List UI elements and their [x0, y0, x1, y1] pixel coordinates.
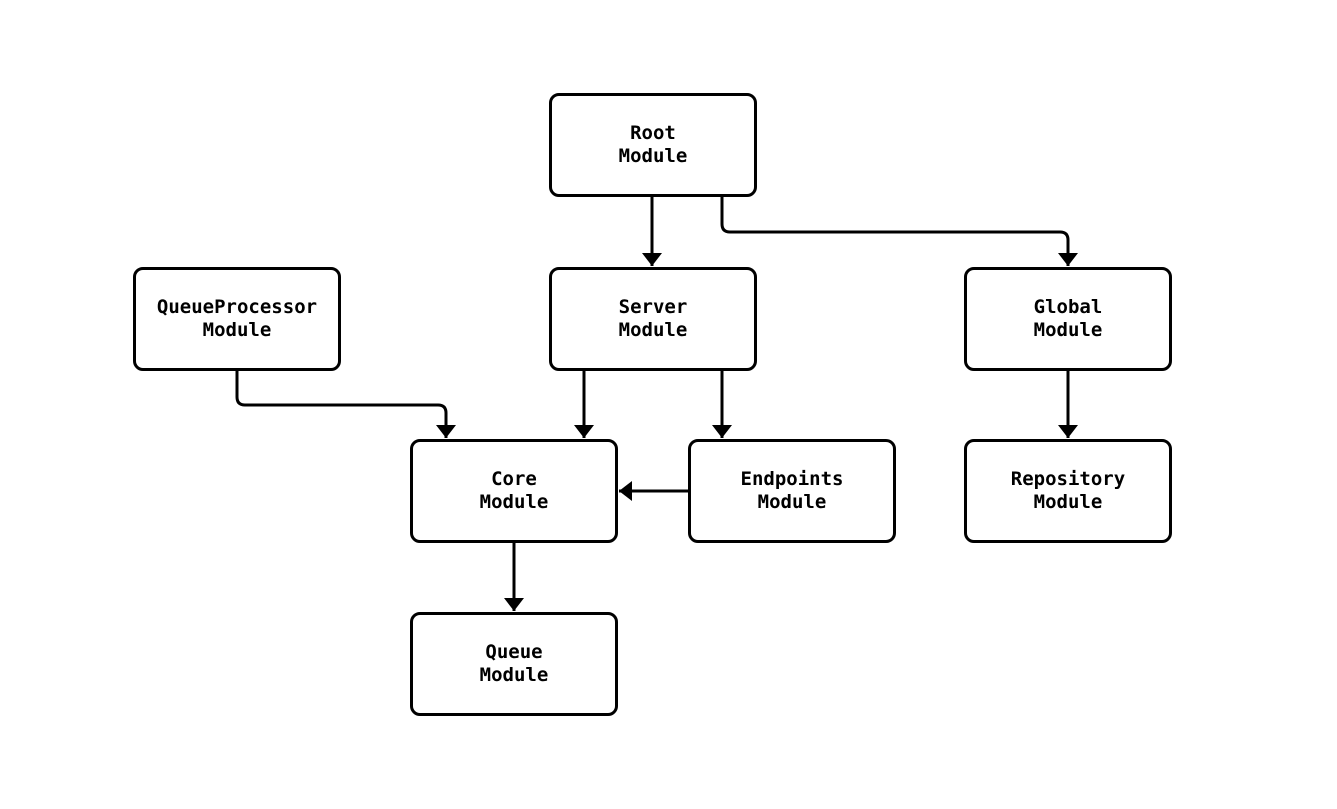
node-label: Endpoints Module — [740, 468, 844, 513]
node-queue-module: Queue Module — [410, 612, 618, 716]
node-core-module: Core Module — [410, 439, 618, 543]
node-label: QueueProcessor Module — [156, 296, 318, 341]
node-label: Queue Module — [479, 641, 549, 686]
node-label: Global Module — [1033, 296, 1103, 341]
node-queueprocessor-module: QueueProcessor Module — [133, 267, 341, 371]
node-label: Repository Module — [1010, 468, 1126, 513]
node-endpoints-module: Endpoints Module — [688, 439, 896, 543]
node-server-module: Server Module — [549, 267, 757, 371]
node-repository-module: Repository Module — [964, 439, 1172, 543]
node-label: Root Module — [618, 122, 688, 167]
node-global-module: Global Module — [964, 267, 1172, 371]
node-root-module: Root Module — [549, 93, 757, 197]
edge-root-to-global — [720, 197, 1078, 266]
edge-queue-processor-to-core — [235, 371, 456, 438]
node-label: Server Module — [618, 296, 688, 341]
node-label: Core Module — [479, 468, 549, 513]
